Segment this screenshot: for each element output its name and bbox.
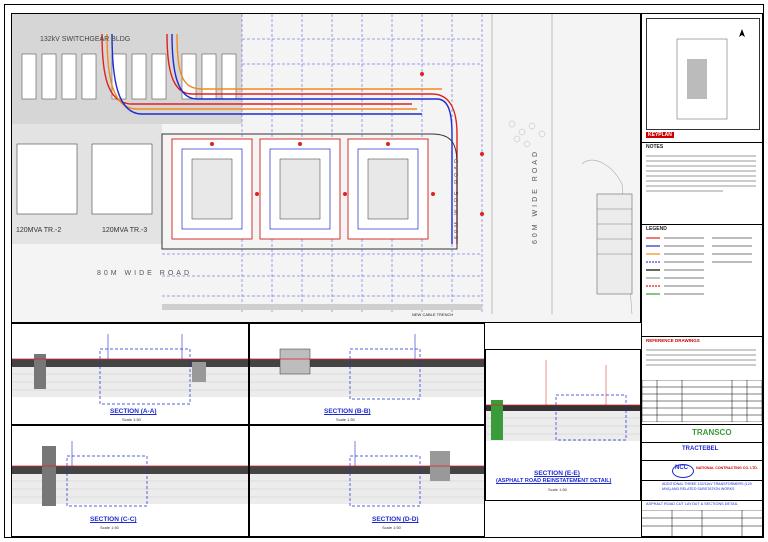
road-label-bottom: 80M WIDE ROAD [97,270,193,277]
drawing-title: ASPHALT ROAD CUT LAYOUT & SECTIONS DETAI… [646,502,738,506]
section-aa-drawing [12,334,248,405]
client-logo: TRANSCO [692,428,732,437]
section-cc-panel: SECTION (C-C) Scale 1:50 [11,425,249,537]
section-aa-panel: SECTION (A-A) Scale 1:50 [11,323,249,425]
plan-drawing [12,14,633,315]
section-ee-panel: SECTION (E-E) (ASPHALT ROAD REINSTATEMEN… [485,349,641,501]
contractor-logo-oval [672,464,694,478]
title-block: KEYPLAN NOTES LEGEND [641,13,763,537]
notes-divider [642,142,762,143]
transformer-label-3: 120MVA TR.-3 [102,227,148,234]
section-dd-scale: Scale 1:50 [382,525,401,530]
reference-divider [642,336,762,337]
section-ee-title: SECTION (E-E) [534,470,580,477]
consultant-divider [642,442,762,443]
legend-symbols [646,237,752,295]
consultant-logo: TRACTEBEL [682,446,719,452]
client-divider [642,424,762,425]
notes-lines [646,152,756,195]
drawing-info-table [642,510,762,536]
section-dd-panel: SECTION (D-D) Scale 1:50 [249,425,485,537]
cable-trench-label: NEW CABLE TRENCH [412,312,454,317]
transformer-label-2: 120MVA TR.-2 [16,227,62,234]
legend-label: LEGEND [646,226,667,232]
project-divider [642,480,762,481]
section-cc-drawing [12,441,248,507]
contractor-name: NATIONAL CONTRACTING CO. LTD. [696,466,758,470]
section-ee-subtitle: (ASPHALT ROAD REINSTATEMENT DETAIL) [496,478,612,484]
revision-table [642,380,762,422]
section-bb-title: SECTION (B-B) [324,408,371,415]
road-label-vertical-right: 60M WIDE ROAD [532,148,539,244]
drawing-title-divider [642,500,762,501]
keyplan-drawing [676,29,745,120]
keyplan-label: KEYPLAN [646,132,674,138]
section-dd-drawing [250,441,484,507]
switchgear-building-label: 132kV SWITCHGEAR BLDG [40,36,131,43]
section-bb-panel: SECTION (B-B) Scale 1:50 [249,323,485,425]
reference-label: REFERENCE DRAWINGS [646,338,700,343]
notes-label: NOTES [646,144,664,150]
project-title: ADDITIONAL THREE 132/11kV TRANSFORMERS (… [662,482,752,491]
legend-divider [642,224,762,225]
drawing-sheet: 132kV SWITCHGEAR BLDG 120MVA TR.-2 120MV… [4,4,764,538]
road-label-vertical-mid: 60M WIDE ROAD [454,155,460,239]
section-aa-title: SECTION (A-A) [110,408,157,415]
contractor-divider [642,460,762,461]
section-ee-drawing [486,360,640,441]
main-layout-plan: 132kV SWITCHGEAR BLDG 120MVA TR.-2 120MV… [11,13,641,323]
section-ee-scale: Scale 1:50 [548,487,567,492]
section-cc-scale: Scale 1:50 [100,525,119,530]
keyplan-box [646,18,760,130]
reference-lines [646,346,756,369]
section-bb-drawing [250,334,484,400]
section-cc-title: SECTION (C-C) [90,516,137,523]
section-bb-scale: Scale 1:50 [336,417,355,422]
contractor-logo: NCC [675,465,688,471]
section-dd-title: SECTION (D-D) [372,516,419,523]
section-aa-scale: Scale 1:50 [122,417,141,422]
